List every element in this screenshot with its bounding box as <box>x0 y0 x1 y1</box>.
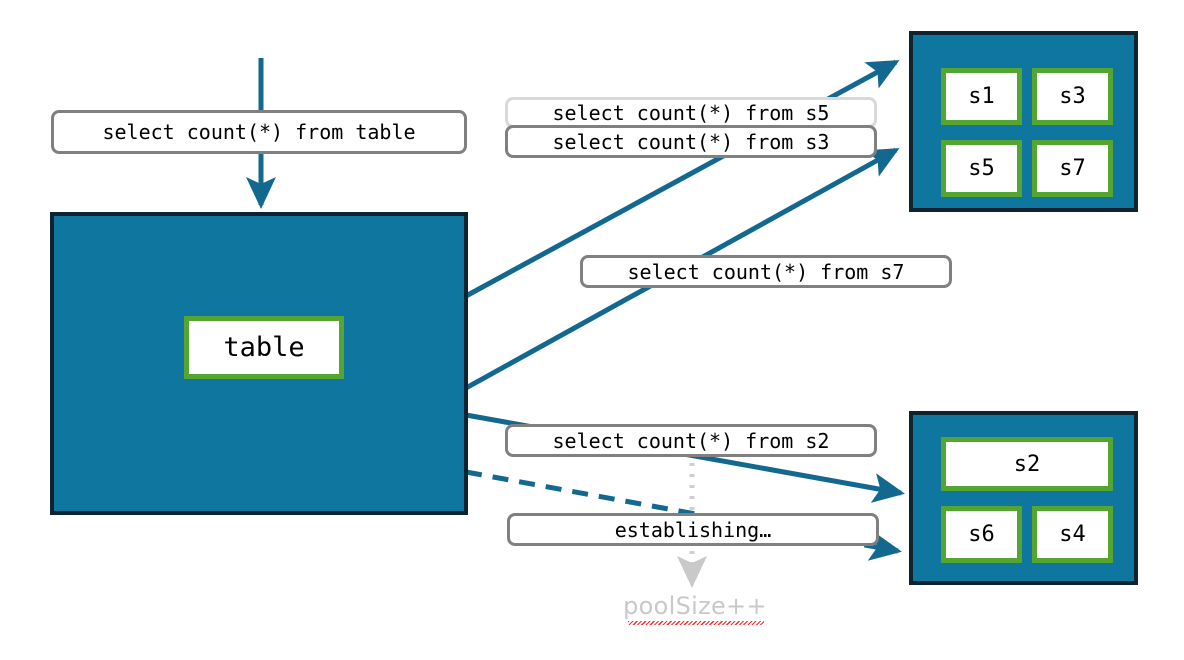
annotation-poolsize: poolSize++ <box>623 592 767 620</box>
node-s3[interactable]: s3 <box>1032 68 1113 125</box>
node-s7[interactable]: s7 <box>1032 140 1113 197</box>
node-s2[interactable]: s2 <box>941 437 1113 491</box>
node-s4[interactable]: s4 <box>1032 506 1113 563</box>
node-table[interactable]: table <box>184 316 344 379</box>
query-label-s7[interactable]: select count(*) from s7 <box>580 255 952 288</box>
pool-top: s1 s3 s5 s7 <box>909 31 1138 212</box>
node-s5[interactable]: s5 <box>941 140 1022 197</box>
query-label-root[interactable]: select count(*) from table <box>51 110 467 154</box>
query-label-s3[interactable]: select count(*) from s3 <box>505 125 877 158</box>
spellcheck-underline <box>628 621 764 625</box>
query-label-s2[interactable]: select count(*) from s2 <box>505 424 877 457</box>
node-s1[interactable]: s1 <box>941 68 1022 125</box>
node-s6[interactable]: s6 <box>941 506 1022 563</box>
table-container: table <box>50 212 468 515</box>
query-label-s5[interactable]: select count(*) from s5 <box>505 97 877 128</box>
pool-bottom: s2 s6 s4 <box>909 411 1138 585</box>
status-label-establishing[interactable]: establishing… <box>507 513 879 546</box>
